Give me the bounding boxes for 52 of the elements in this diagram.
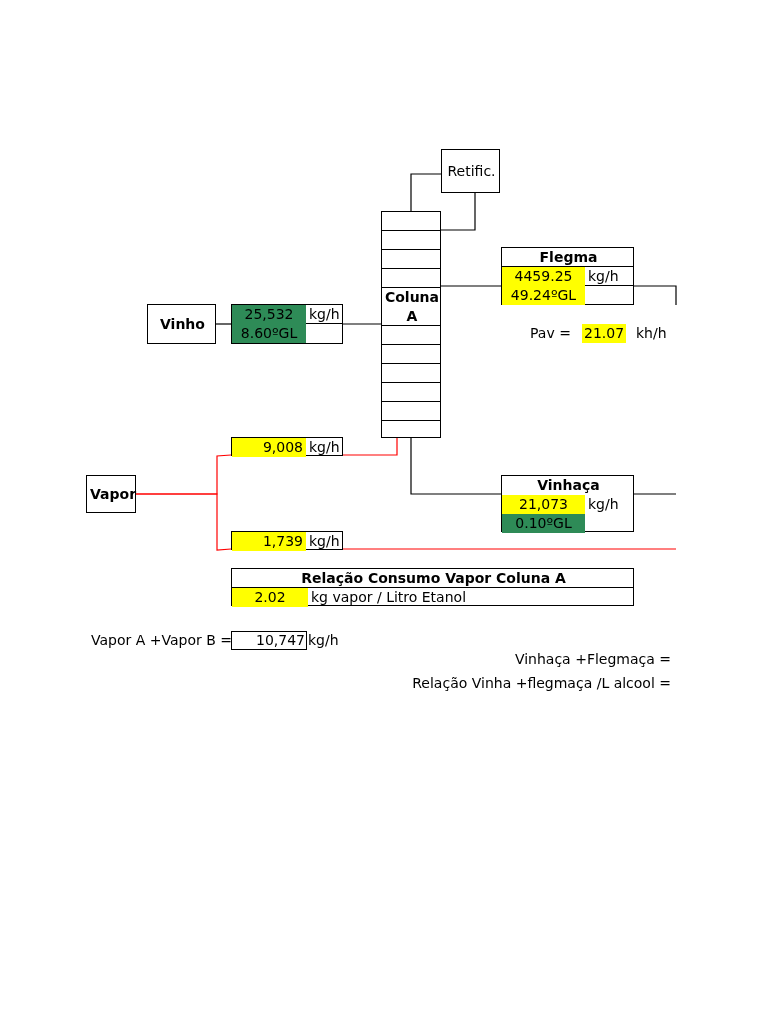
unit-text: kh/h: [635, 324, 668, 343]
stream-table: [231, 437, 343, 456]
formula-text: Vapor A +Vapor B =: [91, 631, 232, 650]
column-name: Coluna A: [383, 288, 441, 326]
total-value: 10,747: [255, 631, 306, 650]
stream-table: [231, 531, 343, 550]
unit-box: [441, 149, 500, 193]
stream-table: [231, 304, 343, 344]
pipe-line: [342, 437, 398, 456]
pipe-line: [215, 323, 232, 325]
stream-name: Flegma: [538, 248, 599, 267]
feed-box: [147, 304, 216, 344]
pipe-line: [410, 173, 442, 212]
pipe-line: [440, 192, 476, 231]
flow-value: 25,532: [232, 305, 306, 324]
pipe-line: [633, 493, 677, 495]
pipe-line: [440, 285, 502, 287]
formula-text: Vinhaça +Flegmaça =: [513, 650, 672, 669]
unit-text: kg vapor / Litro Etanol: [310, 588, 468, 607]
unit-text: kg/h: [308, 532, 341, 551]
total-box: [231, 631, 307, 650]
column-drawing: [381, 211, 441, 438]
grade-value: 0.10ºGL: [502, 514, 585, 533]
unit-text: kg/h: [587, 495, 620, 514]
pipe-line: [410, 437, 502, 495]
formula-text: Relação Vinha +flegmaça /L alcool =: [411, 674, 672, 693]
ratio-value: 2.02: [232, 588, 308, 607]
flow-value: 4459.25: [502, 267, 585, 286]
pipe-line: [342, 323, 382, 325]
unit-name: Retific.: [446, 162, 497, 181]
flow-value: 1,739: [232, 532, 306, 551]
feed-name: Vinho: [159, 315, 206, 334]
ratio-table: [231, 568, 634, 606]
table-heading: Relação Consumo Vapor Coluna A: [300, 569, 567, 588]
pipe-line: [342, 548, 677, 550]
unit-text: kg/h: [308, 438, 341, 457]
stream-table: [501, 475, 634, 532]
feed-box: [86, 475, 136, 513]
stream-name: Vinhaça: [536, 476, 601, 495]
grade-value: 49.24ºGL: [502, 286, 585, 305]
grade-value: 8.60ºGL: [232, 324, 306, 343]
value-text: 21.07: [582, 324, 627, 343]
flow-value: 21,073: [502, 495, 585, 514]
unit-text: kg/h: [587, 267, 620, 286]
pipe-line: [633, 285, 677, 306]
unit-text: kg/h: [308, 631, 339, 650]
pipe-line: [135, 493, 232, 551]
flow-value: 9,008: [232, 438, 306, 457]
stream-table: [501, 247, 634, 305]
unit-text: kg/h: [308, 305, 341, 324]
feed-name: Vapor: [89, 485, 137, 504]
formula-text: Pav =: [529, 324, 572, 343]
